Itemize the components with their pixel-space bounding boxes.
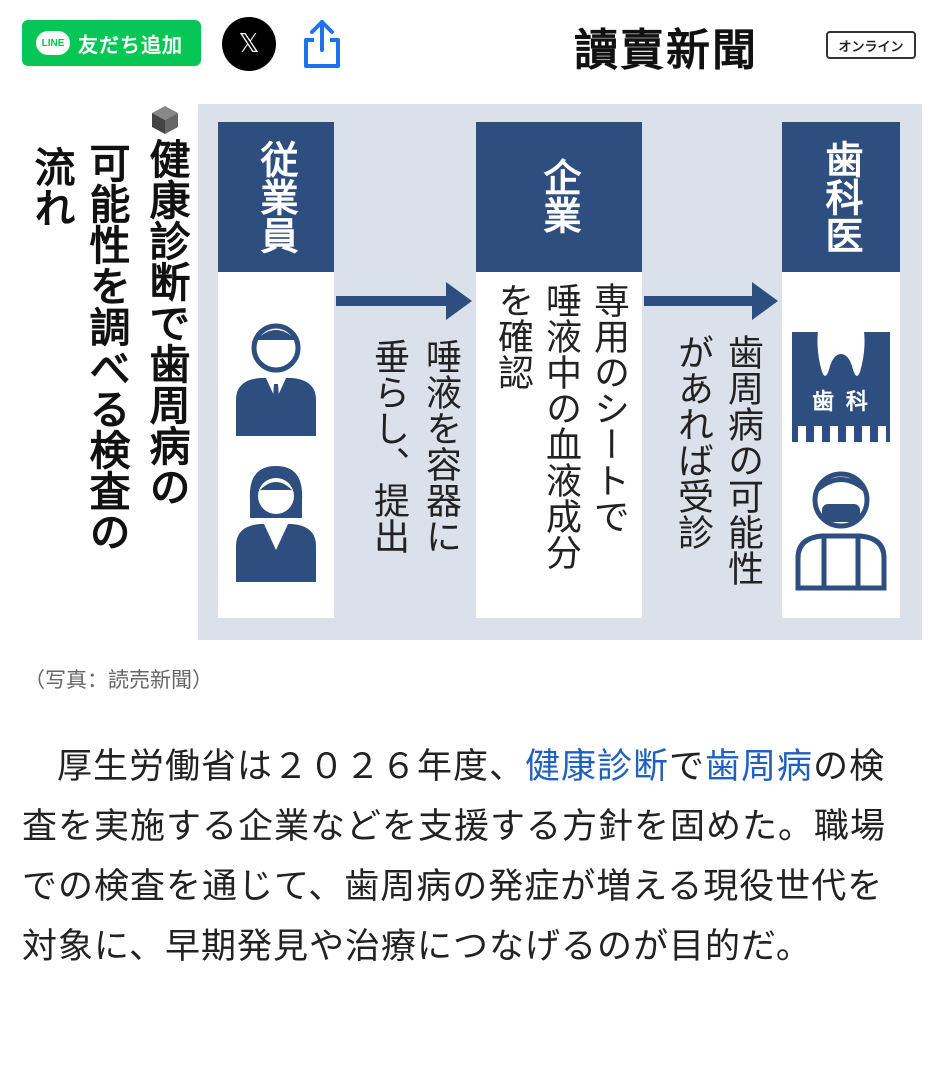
title-line-1: 健康診断で歯周病の: [142, 138, 190, 507]
share-button[interactable]: [300, 18, 344, 70]
dentist-masked-icon: [795, 471, 887, 591]
dental-clinic-icon: [792, 317, 890, 442]
yomiuri-masthead-logo[interactable]: 讀賣新聞: [574, 25, 758, 76]
card-employee-title: 従業員: [254, 140, 298, 254]
card-company-title: 企業: [537, 158, 581, 234]
card-dentist: 歯科医 歯 科: [782, 122, 900, 618]
card-company: 企業 専用のシートで 唾液中の血液成分 を確認: [476, 122, 642, 618]
x-logo-icon: 𝕏: [238, 29, 260, 59]
link-shishubyo[interactable]: 歯周病: [705, 747, 814, 787]
card-employee: 従業員: [218, 122, 334, 618]
article-body: 厚生労働省は２０２６年度、健康診断で歯周病の検査を実施する企業などを支援する方針…: [22, 737, 912, 977]
employee-female-icon: [236, 466, 316, 582]
article-text-particle: で: [669, 747, 706, 787]
card-company-header: 企業: [476, 122, 642, 272]
article-text-start: 厚生労働省は２０２６年度、: [57, 747, 526, 787]
arrow-note-2-line-2: があれば受診: [672, 334, 713, 550]
flow-arrow-1: [336, 282, 472, 320]
link-kenko-shindan[interactable]: 健康診断: [525, 747, 670, 787]
line-add-friend-button[interactable]: LINE 友だち追加: [22, 20, 201, 66]
share-icon: [304, 20, 340, 68]
arrow-note-2-line-1: 歯周病の可能性: [722, 334, 763, 586]
line-add-friend-label: 友だち追加: [78, 32, 183, 57]
card-employee-header: 従業員: [218, 122, 334, 272]
flow-panel: 従業員 唾液を容器に 垂らし、提出: [198, 104, 922, 640]
employee-male-icon: [236, 323, 316, 436]
company-text-line-2: 唾液中の血液成分: [540, 282, 581, 570]
company-text-line-1: 専用のシートで: [588, 282, 629, 534]
arrow-note-1-line-1: 唾液を容器に: [420, 338, 461, 554]
top-bar: LINE 友だち追加 𝕏 讀賣新聞 オンライン: [0, 0, 939, 92]
flow-arrow-2: [644, 282, 778, 320]
dental-clinic-sign: 歯 科: [792, 388, 890, 418]
arrow-note-1-line-2: 垂らし、提出: [368, 338, 409, 554]
article-paragraph: 厚生労働省は２０２６年度、健康診断で歯周病の検査を実施する企業などを支援する方針…: [22, 737, 912, 977]
line-logo-icon: LINE: [36, 31, 70, 55]
company-text-line-3: を確認: [492, 282, 533, 390]
title-line-3: 流れ: [27, 146, 75, 228]
photo-caption: （写真：読売新聞）: [24, 668, 213, 692]
title-line-2: 可能性を調べる検査の: [82, 142, 130, 552]
cube-marker-icon: [152, 106, 178, 134]
x-share-button[interactable]: 𝕏: [222, 17, 276, 71]
infographic-title: 健康診断で歯周病の 可能性を調べる検査の 流れ: [14, 98, 194, 638]
article-text-rest: の検査を実施する企業などを支援する方針を固めた。職場での検査を通じて、歯周病の発…: [22, 747, 887, 967]
card-dentist-title: 歯科医: [819, 140, 863, 254]
online-badge: オンライン: [826, 31, 916, 59]
card-dentist-header: 歯科医: [782, 122, 900, 272]
